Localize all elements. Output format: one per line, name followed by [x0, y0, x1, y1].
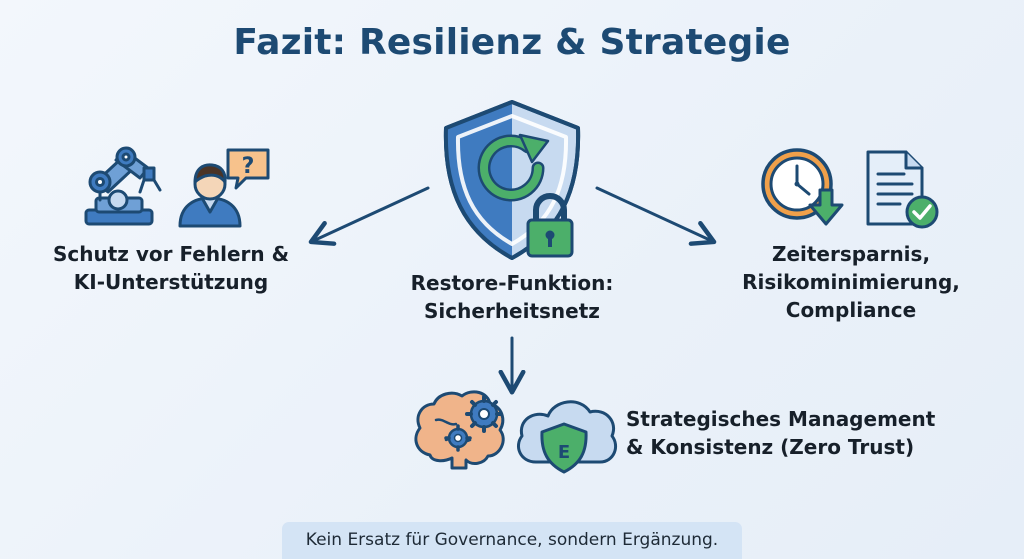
node-center-line2: Sicherheitsnetz	[424, 299, 600, 323]
arrow-to-right	[595, 186, 717, 246]
shield-letter-label: E	[558, 442, 570, 463]
arrow-to-left	[308, 186, 430, 246]
node-left-line2: KI-Unterstützung	[73, 270, 269, 294]
node-center-line1: Restore-Funktion:	[410, 271, 614, 295]
question-mark-label: ?	[242, 154, 255, 179]
node-bottom-line1: Strategisches Management	[626, 407, 936, 431]
node-left-line1: Schutz vor Fehlern &	[52, 242, 290, 266]
node-label-right: Zeitersparnis, Risikominimierung, Compli…	[727, 240, 975, 324]
person-question-icon: ?	[178, 148, 270, 228]
node-right-line2: Risikominimierung,	[742, 270, 960, 294]
node-label-bottom: Strategisches Management & Konsistenz (Z…	[626, 405, 956, 461]
padlock-icon	[526, 193, 574, 258]
page-title: Fazit: Resilienz & Strategie	[233, 22, 791, 63]
robot-arm-icon	[84, 146, 162, 226]
cloud-shield-icon: E	[517, 400, 617, 474]
document-check-icon	[866, 150, 939, 229]
footer-note: Kein Ersatz für Governance, sondern Ergä…	[282, 522, 742, 559]
node-right-line1: Zeitersparnis,	[771, 242, 931, 266]
clock-download-icon	[761, 148, 844, 226]
brain-gears-icon	[414, 390, 505, 470]
node-label-left: Schutz vor Fehlern & KI-Unterstützung	[40, 240, 302, 296]
node-label-center: Restore-Funktion: Sicherheitsnetz	[387, 269, 637, 325]
node-right-line3: Compliance	[785, 298, 917, 322]
node-bottom-line2: & Konsistenz (Zero Trust)	[626, 435, 915, 459]
shield-restore-icon	[443, 100, 581, 260]
